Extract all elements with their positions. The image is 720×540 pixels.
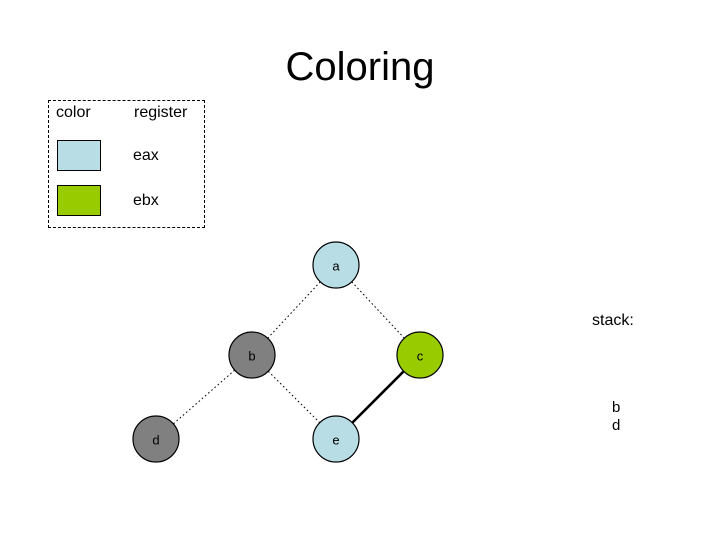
graph-node-b[interactable]: b xyxy=(228,331,276,379)
stack-item: d xyxy=(612,417,621,434)
graph-node-layer: a b c d e xyxy=(132,241,444,463)
graph-node-label-c: c xyxy=(417,349,424,364)
legend-swatch-ebx xyxy=(57,185,101,216)
legend-panel xyxy=(48,100,205,228)
graph-node-circle-d[interactable] xyxy=(132,415,180,463)
graph-edge-c-e xyxy=(351,370,405,424)
graph-node-c[interactable]: c xyxy=(396,331,444,379)
legend-swatch-eax xyxy=(57,140,101,171)
legend-header-register: register xyxy=(134,104,188,121)
graph-node-circle-c[interactable] xyxy=(396,331,444,379)
graph-edge-layer xyxy=(172,281,405,425)
graph-edge-a-b xyxy=(267,281,321,339)
legend-label-ebx: ebx xyxy=(133,192,159,209)
legend-label-eax: eax xyxy=(133,147,159,164)
graph-node-label-b: b xyxy=(248,349,255,364)
graph-edge-b-d xyxy=(172,369,236,425)
graph-node-label-a: a xyxy=(332,259,340,274)
graph-node-circle-e[interactable] xyxy=(312,415,360,463)
graph-node-label-d: d xyxy=(152,433,159,448)
graph-node-circle-b[interactable] xyxy=(228,331,276,379)
page-title: Coloring xyxy=(285,45,435,89)
graph-edge-b-e xyxy=(267,370,321,424)
legend-header-color: color xyxy=(56,104,91,121)
stack-title: stack: xyxy=(592,312,634,329)
graph-edge-a-c xyxy=(351,281,405,339)
graph-node-d[interactable]: d xyxy=(132,415,180,463)
graph-node-e[interactable]: e xyxy=(312,415,360,463)
graph-node-label-e: e xyxy=(332,433,339,448)
stack-item: b xyxy=(612,399,621,416)
graph-node-circle-a[interactable] xyxy=(312,241,360,289)
graph-node-a[interactable]: a xyxy=(312,241,360,289)
